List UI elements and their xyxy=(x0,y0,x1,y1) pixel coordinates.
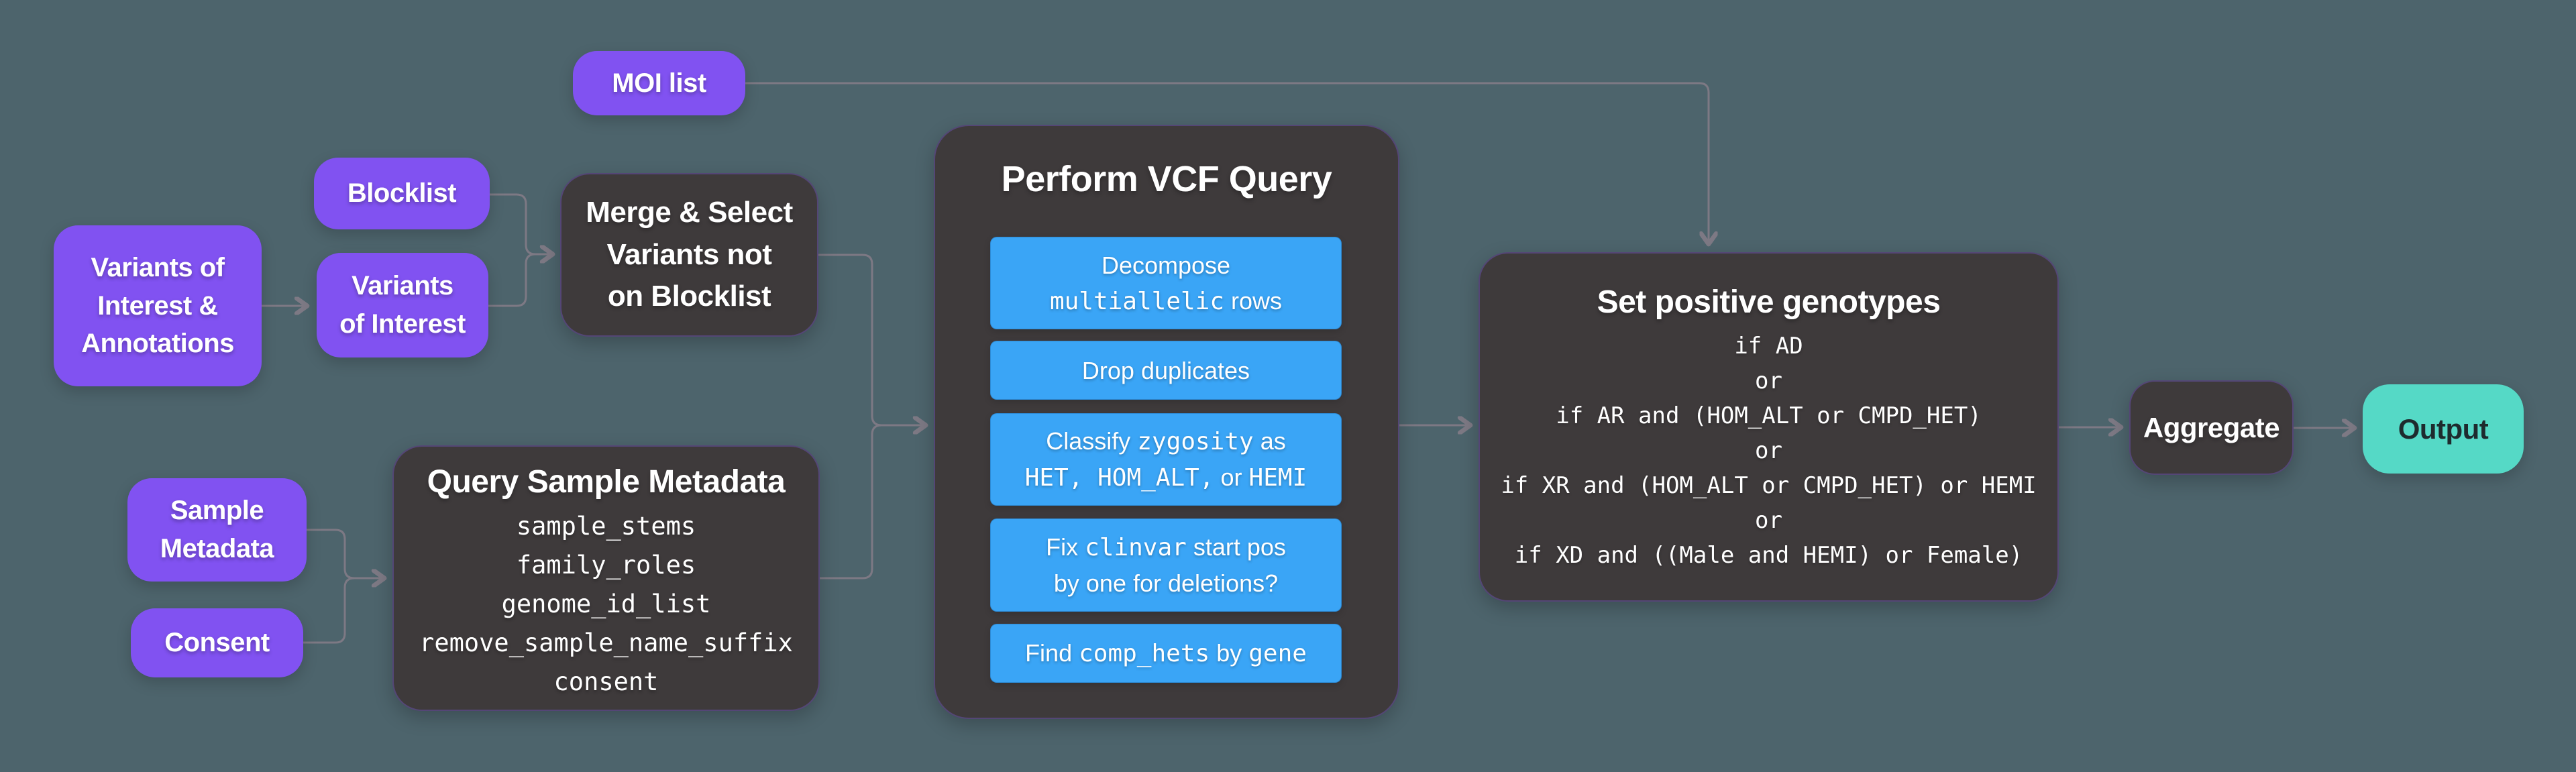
genotype-rule: or xyxy=(1755,368,1782,394)
step-text-segment: Classify xyxy=(1046,427,1138,455)
node-variants-interest-annotations: Variants of Interest & Annotations xyxy=(54,225,262,386)
qsm-param: sample_stems xyxy=(516,512,696,541)
node-set-positive-genotypes: Set positive genotypes if AD or if AR an… xyxy=(1479,252,2059,602)
node-sample-metadata-label: Sample Metadata xyxy=(160,496,274,563)
genotype-rule: or xyxy=(1755,437,1782,464)
step-text-segment: Find xyxy=(1025,639,1079,667)
step-text-segment: or xyxy=(1214,463,1249,491)
qsm-param: remove_sample_name_suffix xyxy=(419,628,793,657)
node-output: Output xyxy=(2363,384,2524,474)
edge-voi-to-merge xyxy=(487,254,553,307)
node-query-sample-metadata: Query Sample Metadata sample_stems famil… xyxy=(392,445,820,711)
step-text-segment: clinvar xyxy=(1085,534,1187,561)
node-consent: Consent xyxy=(131,608,303,677)
node-blocklist-label: Blocklist xyxy=(347,178,457,209)
node-blocklist: Blocklist xyxy=(314,158,490,229)
genotype-rule: if AR and (HOM_ALT or CMPD_HET) xyxy=(1556,402,1982,429)
vcf-step-decompose: Decompose multiallelic rows xyxy=(990,237,1342,329)
node-aggregate: Aggregate xyxy=(2129,380,2294,475)
edge-qsm-to-vcf xyxy=(818,425,926,580)
step-text-segment: Decompose xyxy=(1101,251,1231,279)
step-text-segment: by one for deletions? xyxy=(1053,569,1279,597)
step-text-segment: gene xyxy=(1248,640,1307,667)
step-text-segment: Drop duplicates xyxy=(1081,356,1250,384)
step-text-segment: HET, HOM_ALT, xyxy=(1024,464,1214,492)
step-text-segment: start pos xyxy=(1186,533,1286,561)
vcf-step-drop-duplicates: Drop duplicates xyxy=(990,341,1342,400)
step-text-segment: as xyxy=(1253,427,1286,455)
step-text-segment: rows xyxy=(1224,286,1283,315)
query-sample-metadata-title: Query Sample Metadata xyxy=(427,464,786,500)
genotype-rule: if XD and ((Male and HEMI) or Female) xyxy=(1514,542,2023,569)
set-positive-genotypes-title: Set positive genotypes xyxy=(1597,284,1941,320)
edge-consent-to-qsm xyxy=(302,578,384,644)
step-text-segment: Fix xyxy=(1046,533,1085,561)
step-text-segment: HEMI xyxy=(1248,464,1307,492)
node-merge-select-variants-label: Merge & Select Variants not on Blocklist xyxy=(586,196,793,313)
vcf-step-fix-clinvar: Fix clinvar start pos by one for deletio… xyxy=(990,518,1342,612)
edge-blocklist-to-merge xyxy=(488,193,553,254)
node-aggregate-label: Aggregate xyxy=(2143,411,2280,443)
genotype-rule: or xyxy=(1755,507,1782,534)
step-text-segment: comp_hets xyxy=(1079,640,1210,667)
vcf-step-find-comp-hets: Find comp_hets by gene xyxy=(990,624,1342,683)
node-moi-list-label: MOI list xyxy=(612,68,706,98)
node-moi-list: MOI list xyxy=(573,51,745,115)
perform-vcf-query-title: Perform VCF Query xyxy=(1001,159,1332,199)
qsm-param: consent xyxy=(553,667,659,696)
vcf-step-classify-zygosity: Classify zygosity as HET, HOM_ALT, or HE… xyxy=(990,413,1342,506)
node-perform-vcf-query: Perform VCF Query Decompose multiallelic… xyxy=(934,125,1399,719)
node-variants-of-interest-label: Variants of Interest xyxy=(339,271,466,339)
qsm-param: family_roles xyxy=(516,551,696,580)
edge-merge-to-vcf xyxy=(817,254,926,425)
step-text-segment: zygosity xyxy=(1137,428,1254,455)
genotype-rule: if AD xyxy=(1734,333,1803,360)
node-variants-interest-annotations-label: Variants of Interest & Annotations xyxy=(81,252,234,359)
node-merge-select-variants: Merge & Select Variants not on Blocklist xyxy=(560,173,818,337)
step-text-segment: by xyxy=(1210,639,1249,667)
edge-sm-to-qsm xyxy=(305,529,384,578)
node-consent-label: Consent xyxy=(164,628,270,658)
step-text-segment: multiallelic xyxy=(1049,287,1225,315)
node-output-label: Output xyxy=(2398,412,2489,445)
qsm-param: genome_id_list xyxy=(501,590,711,618)
node-sample-metadata: Sample Metadata xyxy=(127,478,307,582)
node-variants-of-interest: Variants of Interest xyxy=(317,253,488,357)
genotype-rule: if XR and (HOM_ALT or CMPD_HET) or HEMI xyxy=(1501,472,2037,499)
